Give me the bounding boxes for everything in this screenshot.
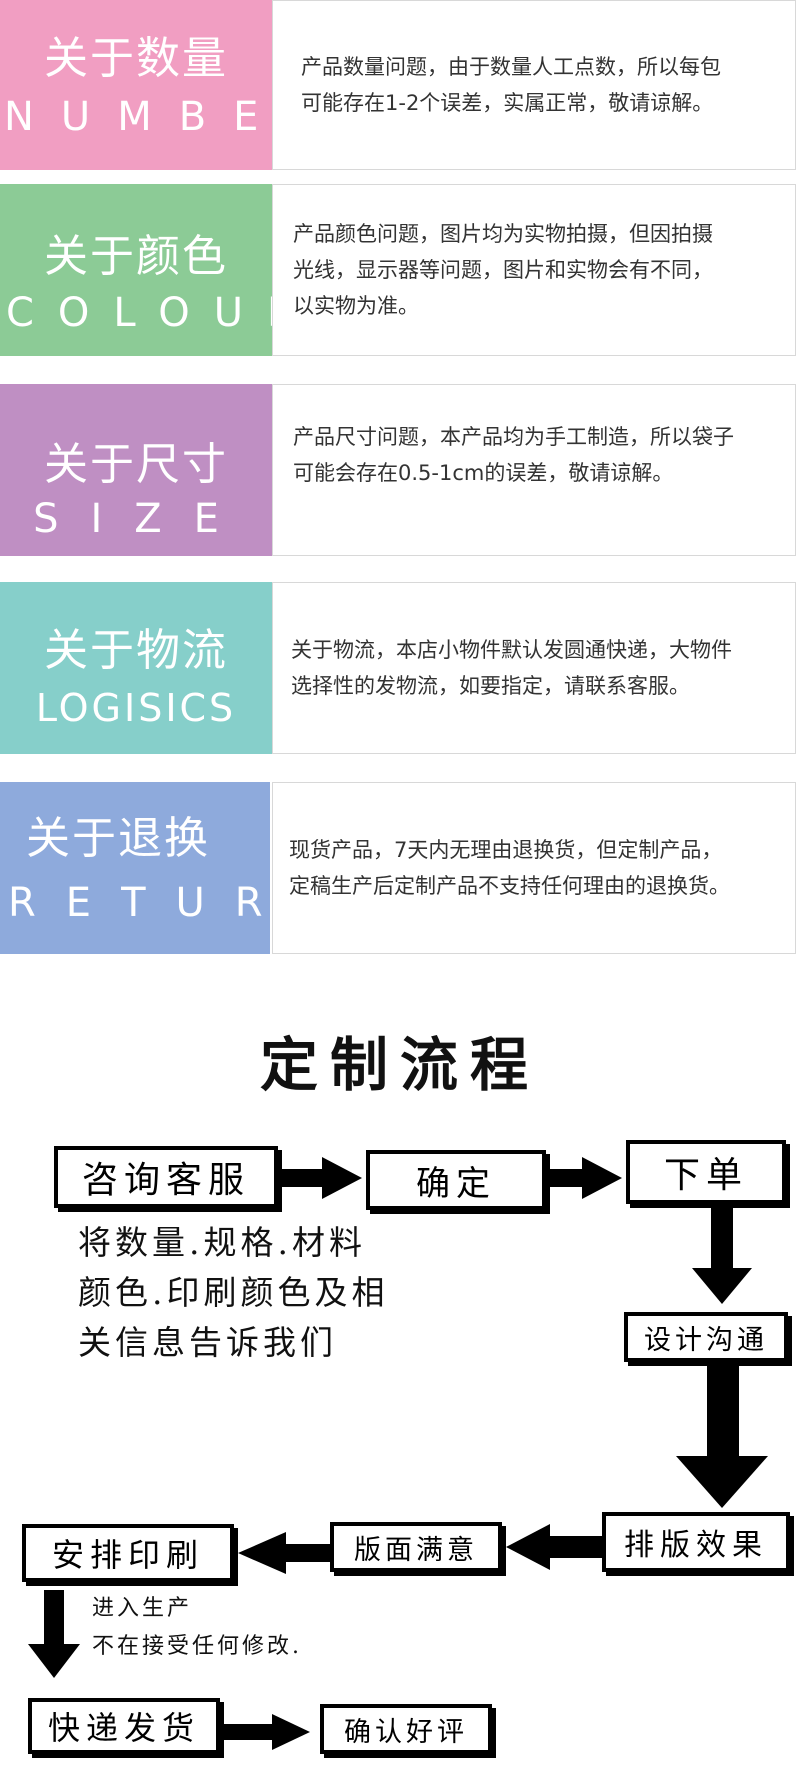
- step-layout-label: 排版效果: [624, 1528, 768, 1563]
- label-return: 关于退换 RETURN: [0, 782, 353, 954]
- desc-number: 产品数量问题，由于数量人工点数，所以每包 可能存在1-2个误差，实属正常，敬请谅…: [272, 0, 796, 170]
- label-size-zh: 关于尺寸: [44, 439, 228, 490]
- arrow-right-icon: [224, 1714, 310, 1750]
- note-production: 进入生产 不在接受任何修改.: [92, 1596, 302, 1659]
- desc-size-text: 产品尺寸问题，本产品均为手工制造，所以袋子 可能会存在0.5-1cm的误差，敬请…: [293, 425, 734, 485]
- step-order: 下单: [626, 1140, 786, 1204]
- arrow-left-icon: [506, 1524, 610, 1570]
- label-logistics-zh: 关于物流: [44, 625, 228, 676]
- label-return-zh: 关于退换: [26, 813, 210, 864]
- step-ship: 快递发货: [28, 1698, 220, 1754]
- desc-logistics: 关于物流，本店小物件默认发圆通快递，大物件 选择性的发物流，如要指定，请联系客服…: [272, 582, 796, 754]
- desc-return: 现货产品，7天内无理由退换货，但定制产品， 定稿生产后定制产品不支持任何理由的退…: [272, 782, 796, 954]
- label-size: 关于尺寸 SIZE: [0, 384, 272, 556]
- info-row-size: 关于尺寸 SIZE 产品尺寸问题，本产品均为手工制造，所以袋子 可能会存在0.5…: [0, 384, 796, 556]
- label-size-en: SIZE: [33, 496, 251, 542]
- label-logistics-en: LOGISICS: [35, 686, 237, 730]
- step-consult: 咨询客服: [54, 1146, 278, 1208]
- label-colour: 关于颜色 COLOUR: [0, 184, 319, 356]
- info-row-colour: 关于颜色 COLOUR 产品颜色问题，图片均为实物拍摄，但因拍摄 光线，显示器等…: [0, 184, 796, 356]
- desc-number-text: 产品数量问题，由于数量人工点数，所以每包 可能存在1-2个误差，实属正常，敬请谅…: [301, 55, 721, 115]
- label-colour-zh: 关于颜色: [44, 231, 228, 282]
- note-info: 将数量.规格.材料 颜色.印刷颜色及相 关信息告诉我们: [78, 1223, 389, 1362]
- step-satisfied-label: 版面满意: [354, 1534, 478, 1566]
- arrow-right-icon: [280, 1157, 362, 1199]
- arrow-down-icon: [28, 1590, 80, 1678]
- step-print: 安排印刷: [22, 1524, 234, 1582]
- step-satisfied: 版面满意: [330, 1522, 502, 1572]
- step-layout: 排版效果: [602, 1512, 790, 1572]
- step-consult-label: 咨询客服: [81, 1160, 250, 1201]
- arrow-down-icon: [676, 1366, 768, 1508]
- arrow-down-icon: [692, 1208, 752, 1304]
- label-number-en: NUMBER: [4, 94, 341, 140]
- step-order-label: 下单: [663, 1155, 748, 1196]
- step-review: 确认好评: [320, 1704, 492, 1754]
- label-number-zh: 关于数量: [44, 33, 228, 84]
- desc-logistics-text: 关于物流，本店小物件默认发圆通快递，大物件 选择性的发物流，如要指定，请联系客服…: [291, 638, 732, 698]
- desc-size: 产品尺寸问题，本产品均为手工制造，所以袋子 可能会存在0.5-1cm的误差，敬请…: [272, 384, 796, 556]
- label-logistics: 关于物流 LOGISICS: [0, 582, 272, 754]
- arrow-right-icon: [548, 1157, 622, 1199]
- step-ship-label: 快递发货: [47, 1709, 200, 1747]
- info-row-number: 关于数量 NUMBER 产品数量问题，由于数量人工点数，所以每包 可能存在1-2…: [0, 0, 796, 170]
- label-colour-en: COLOUR: [6, 290, 319, 336]
- step-design: 设计沟通: [624, 1312, 788, 1362]
- desc-colour-text: 产品颜色问题，图片均为实物拍摄，但因拍摄 光线，显示器等问题，图片和实物会有不同…: [293, 222, 713, 318]
- desc-return-text: 现货产品，7天内无理由退换货，但定制产品， 定稿生产后定制产品不支持任何理由的退…: [289, 838, 730, 898]
- info-row-return: 关于退换 RETURN 现货产品，7天内无理由退换货，但定制产品， 定稿生产后定…: [0, 782, 796, 954]
- desc-colour: 产品颜色问题，图片均为实物拍摄，但因拍摄 光线，显示器等问题，图片和实物会有不同…: [272, 184, 796, 356]
- step-print-label: 安排印刷: [51, 1536, 204, 1574]
- step-review-label: 确认好评: [344, 1716, 468, 1748]
- step-confirm-label: 确定: [416, 1163, 496, 1204]
- step-design-label: 设计沟通: [644, 1324, 768, 1356]
- info-row-logistics: 关于物流 LOGISICS 关于物流，本店小物件默认发圆通快递，大物件 选择性的…: [0, 582, 796, 754]
- label-number: 关于数量 NUMBER: [0, 0, 341, 170]
- arrow-left-icon: [238, 1532, 330, 1574]
- flow-title: 定制流程: [259, 1031, 540, 1099]
- step-confirm: 确定: [366, 1150, 546, 1210]
- label-return-en: RETURN: [8, 880, 353, 926]
